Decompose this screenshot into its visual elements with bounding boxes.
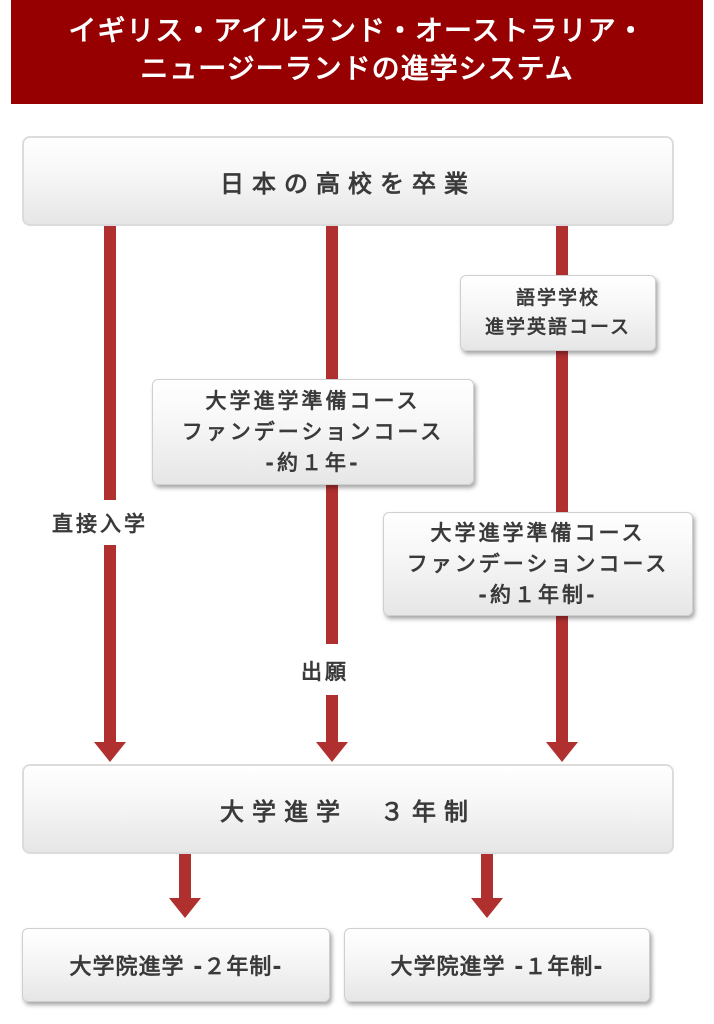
foundation-middle-line-1: 大学進学準備コース — [205, 388, 421, 413]
node-start-label: 日本の高校を卒業 — [220, 169, 476, 198]
arrow-direct-lower — [104, 545, 116, 745]
language-school-line-1: 語学学校 — [515, 287, 600, 309]
foundation-right-line-2: ファンデーションコース — [406, 551, 670, 576]
arrow-direct-upper — [104, 226, 116, 500]
arrow-grad-1yr — [481, 853, 493, 901]
grad-1yr-label: 大学院進学 -１年制- — [390, 955, 604, 980]
foundation-right-line-1: 大学進学準備コース — [430, 520, 646, 545]
arrowhead-direct — [94, 742, 126, 762]
foundation-middle-line-3: -約１年- — [265, 450, 361, 475]
node-language-school: 語学学校 進学英語コース — [460, 275, 656, 351]
title-banner: イギリス・アイルランド・オーストラリア・ ニュージーランドの進学システム — [11, 0, 703, 104]
title-line-2: ニュージーランドの進学システム — [140, 52, 574, 85]
edge-label-apply: 出願 — [301, 660, 349, 684]
foundation-right-line-3: -約１年制- — [478, 582, 598, 607]
arrow-right-mid — [556, 350, 568, 516]
arrow-right-lower — [556, 614, 568, 745]
node-grad-2yr: 大学院進学 -２年制- — [22, 928, 330, 1002]
arrow-middle-upper — [326, 226, 338, 381]
arrowhead-grad-2yr — [169, 898, 201, 918]
arrow-grad-2yr — [179, 853, 191, 901]
node-university-label: 大学進学 ３年制 — [220, 797, 476, 826]
arrow-middle-mid — [326, 484, 338, 644]
arrowhead-middle — [316, 742, 348, 762]
arrow-right-upper — [556, 226, 568, 278]
edge-label-direct: 直接入学 — [52, 512, 148, 536]
arrowhead-right — [546, 742, 578, 762]
language-school-line-2: 進学英語コース — [484, 316, 632, 338]
node-start: 日本の高校を卒業 — [22, 136, 674, 226]
title-line-1: イギリス・アイルランド・オーストラリア・ — [68, 14, 646, 47]
grad-2yr-label: 大学院進学 -２年制- — [69, 955, 283, 980]
foundation-middle-line-2: ファンデーションコース — [181, 419, 445, 444]
node-grad-1yr: 大学院進学 -１年制- — [344, 928, 650, 1002]
arrowhead-grad-1yr — [471, 898, 503, 918]
node-university: 大学進学 ３年制 — [22, 764, 674, 854]
node-foundation-middle: 大学進学準備コース ファンデーションコース -約１年- — [152, 379, 474, 485]
arrow-middle-lower — [326, 695, 338, 745]
node-foundation-right: 大学進学準備コース ファンデーションコース -約１年制- — [383, 512, 693, 616]
